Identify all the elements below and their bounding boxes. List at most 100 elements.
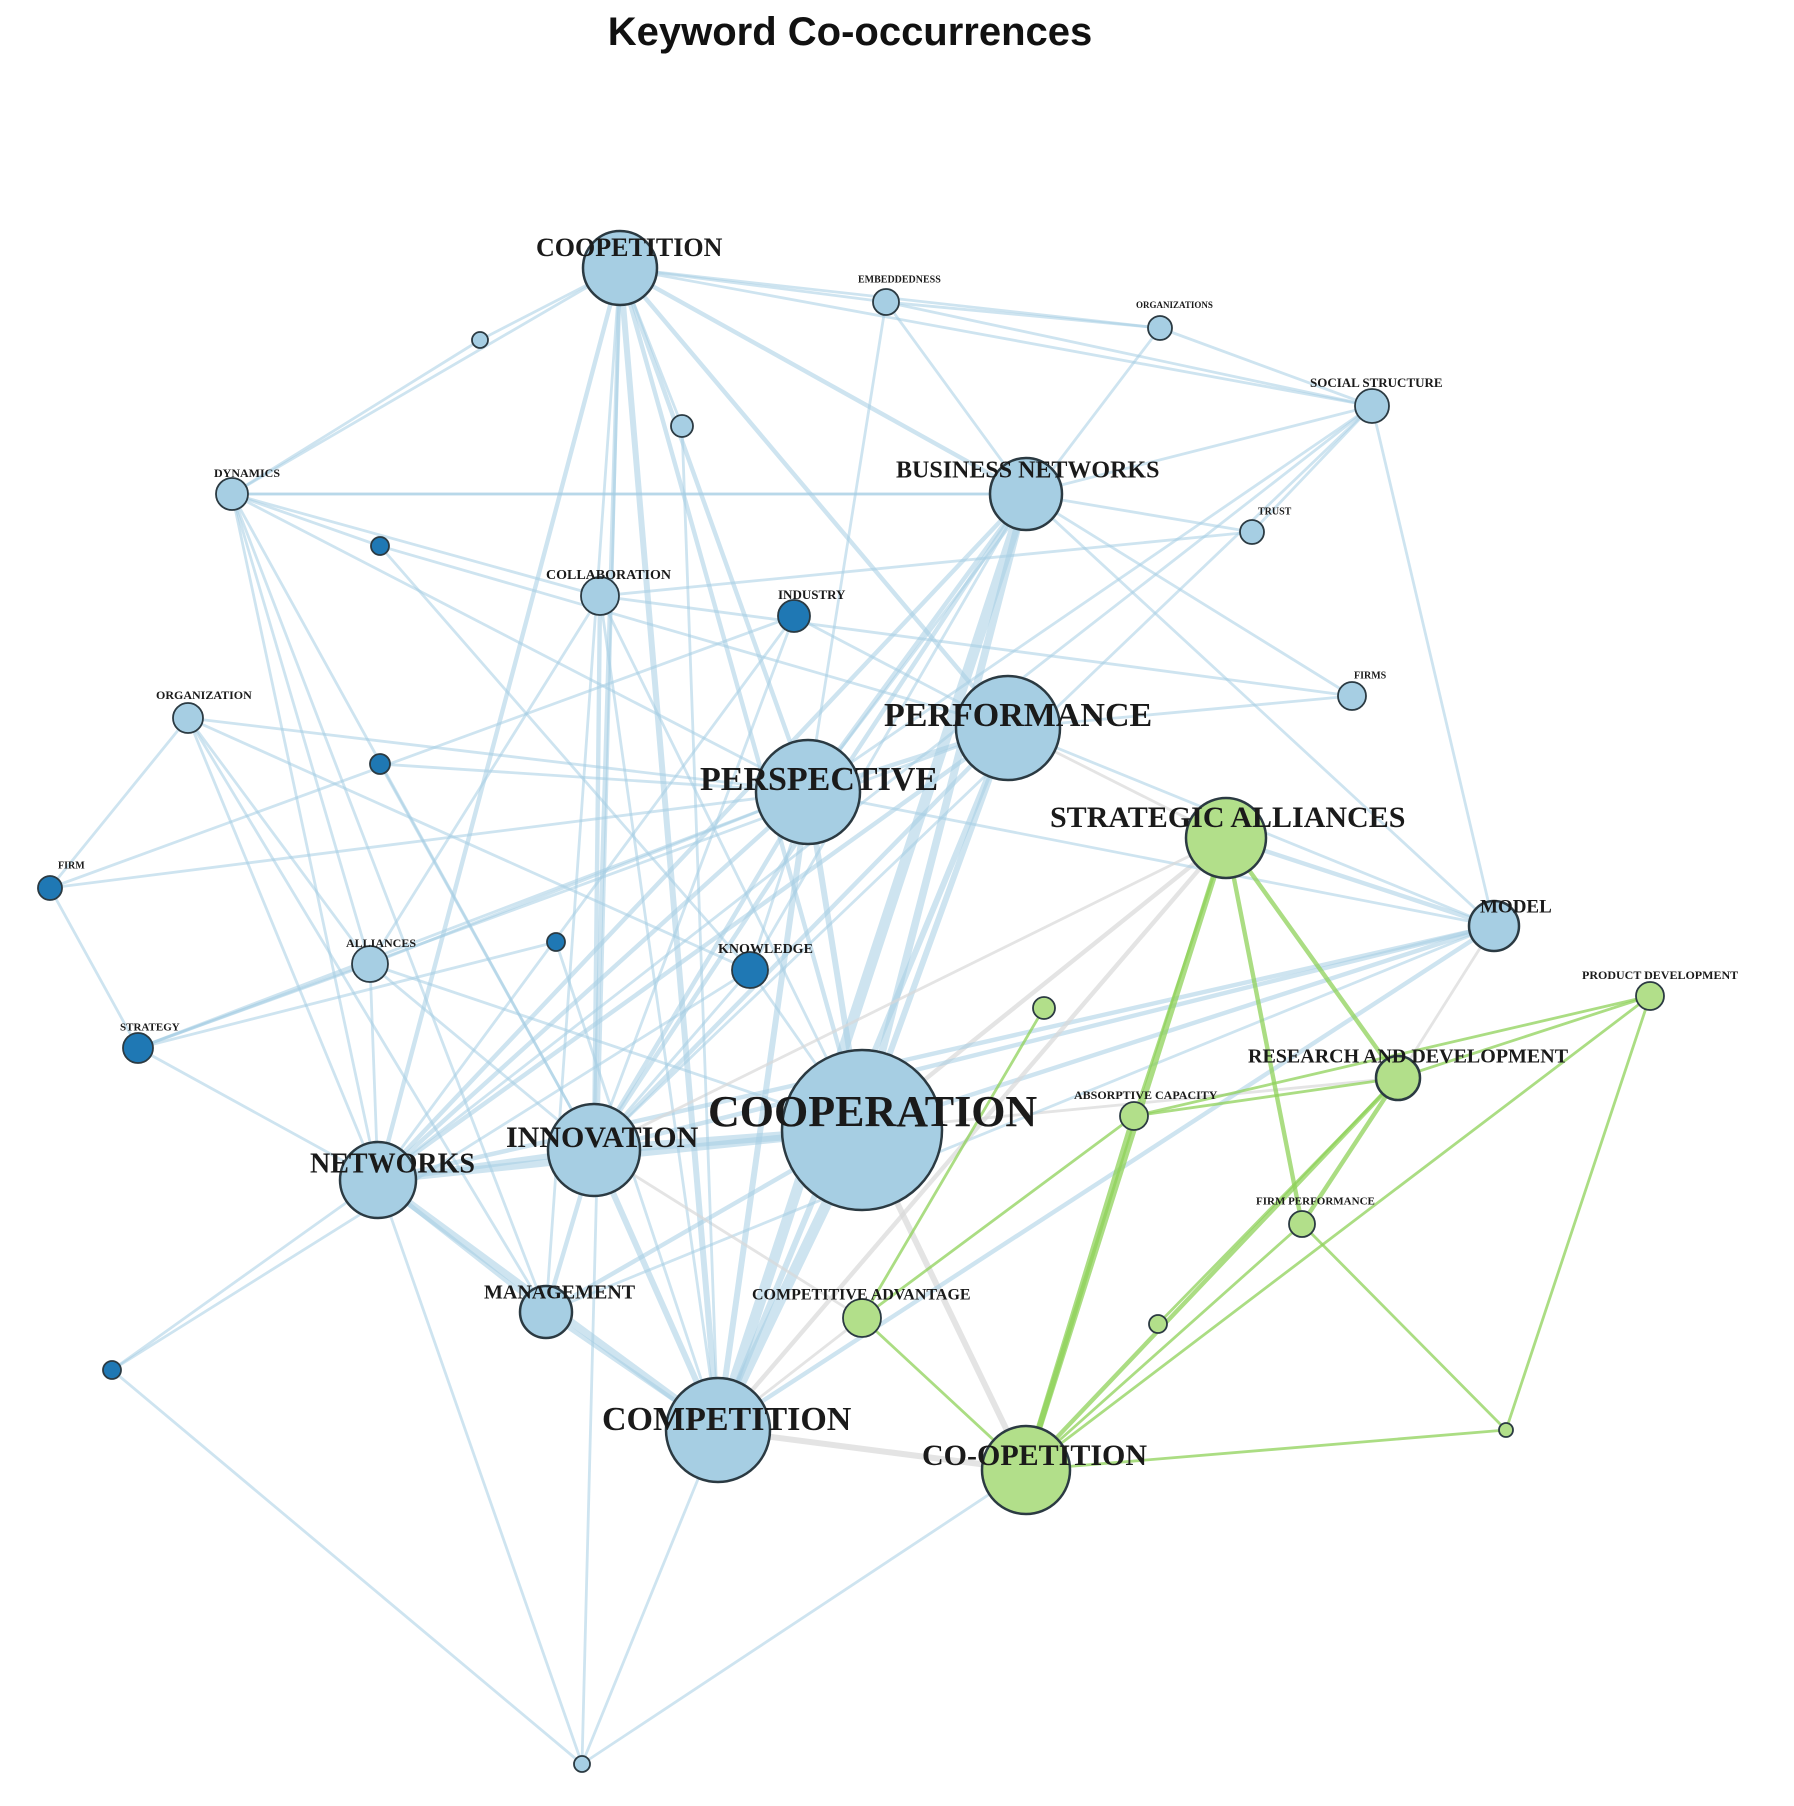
node-competition[interactable] <box>664 1376 772 1484</box>
edge-social-structure-trust <box>1250 404 1374 534</box>
node-trust[interactable] <box>1239 519 1265 545</box>
label-dynamics: DYNAMICS <box>214 466 280 480</box>
node-n-dark-1[interactable] <box>102 1360 122 1380</box>
node-organizations[interactable] <box>1147 315 1173 341</box>
edge-cooperation-coopetition <box>617 265 865 1133</box>
edge-social-structure-organizations <box>1158 326 1374 408</box>
edge-networks-dynamics <box>230 492 380 1182</box>
node-n-dark-2[interactable] <box>370 536 390 556</box>
edge-firm-performance-n-green-3 <box>1300 1222 1508 1432</box>
edge-co-opetition-absorptive-capacity <box>1023 1113 1137 1473</box>
edge-dynamics-n-top-small <box>230 338 482 496</box>
node-co-opetition[interactable] <box>980 1424 1072 1516</box>
node-product-development[interactable] <box>1635 981 1665 1011</box>
label-organization: ORGANIZATION <box>156 688 252 702</box>
edge-innovation-alliances <box>368 962 596 1152</box>
edge-trust-collaboration <box>598 530 1254 598</box>
label-collaboration: COLLABORATION <box>546 568 671 583</box>
edge-knowledge-business-networks <box>748 492 1028 972</box>
edge-business-networks-trust <box>1024 492 1254 534</box>
edge-firms-collaboration <box>598 594 1354 698</box>
edge-dynamics-alliances <box>230 492 372 966</box>
label-social-structure: SOCIAL STRUCTURE <box>1310 375 1443 390</box>
edge-n-dark-3-perspective <box>378 762 810 794</box>
edge-innovation-industry <box>592 614 796 1152</box>
node-absorptive-capacity[interactable] <box>1119 1101 1149 1131</box>
node-n-dark-4[interactable] <box>546 932 566 952</box>
edge-perspective-networks <box>375 789 811 1183</box>
node-research-and-development[interactable] <box>1374 1054 1422 1102</box>
edge-absorptive-capacity-competitive-advantage <box>860 1114 1136 1320</box>
node-organization[interactable] <box>172 702 204 734</box>
edge-n-dark-1-knowledge <box>110 968 752 1372</box>
edge-social-structure-embeddedness <box>884 300 1374 408</box>
node-n-dark-3[interactable] <box>369 753 391 775</box>
edge-competitive-advantage-n-green-1 <box>860 1006 1046 1320</box>
edge-research-and-development-firm-performance <box>1299 1075 1401 1227</box>
node-industry[interactable] <box>777 599 811 633</box>
edge-n-dark-4-competition <box>554 940 720 1432</box>
node-innovation[interactable] <box>546 1102 642 1198</box>
node-n-green-1[interactable] <box>1032 996 1056 1020</box>
edge-perspective-firm <box>48 790 810 890</box>
edge-n-mid-small-competition <box>680 424 720 1432</box>
edge-n-bottom-co-opetition <box>580 1468 1028 1766</box>
edge-cooperation-model <box>859 923 1497 1133</box>
edge-organization-alliances <box>186 716 372 966</box>
node-collaboration[interactable] <box>580 576 620 616</box>
node-firm-performance[interactable] <box>1288 1210 1316 1238</box>
edge-business-networks-social-structure <box>1024 404 1374 496</box>
label-alliances: ALLIANCES <box>346 936 416 950</box>
label-competition: COMPETITION <box>602 1401 852 1438</box>
label-networks: NETWORKS <box>310 1148 475 1179</box>
node-model[interactable] <box>1467 899 1521 953</box>
node-perspective[interactable] <box>754 738 862 846</box>
node-networks[interactable] <box>338 1140 418 1220</box>
edge-cooperation-business-networks <box>858 490 1030 1134</box>
label-product-development: PRODUCT DEVELOPMENT <box>1582 968 1738 982</box>
edge-n-bottom-coopetition <box>580 266 622 1766</box>
label-model: MODEL <box>1480 896 1552 917</box>
edge-firm-strategy <box>48 886 140 1050</box>
node-n-green-3[interactable] <box>1498 1422 1514 1438</box>
node-cooperation[interactable] <box>780 1048 944 1212</box>
node-knowledge[interactable] <box>731 951 769 989</box>
edge-networks-industry <box>376 614 796 1182</box>
edge-research-and-development-n-green-2 <box>1156 1076 1400 1326</box>
node-n-top-small[interactable] <box>471 331 489 349</box>
label-perspective: PERSPECTIVE <box>700 761 938 798</box>
node-coopetition[interactable] <box>581 229 659 307</box>
edge-dynamics-collaboration <box>230 492 602 598</box>
edge-business-networks-firms <box>1024 492 1354 698</box>
node-n-mid-small[interactable] <box>670 414 694 438</box>
node-n-bottom[interactable] <box>573 1755 591 1773</box>
node-firm[interactable] <box>37 875 63 901</box>
edge-model-research-and-development <box>1396 924 1496 1080</box>
edge-organization-firm <box>48 716 190 890</box>
node-social-structure[interactable] <box>1354 388 1390 424</box>
edge-competition-business-networks <box>712 488 1032 1436</box>
node-n-green-2[interactable] <box>1148 1314 1168 1334</box>
node-alliances[interactable] <box>351 945 389 983</box>
node-strategic-alliances[interactable] <box>1184 796 1268 880</box>
node-dynamics[interactable] <box>215 477 249 511</box>
edge-alliances-collaboration <box>368 594 602 966</box>
edge-innovation-n-dark-3 <box>378 762 596 1152</box>
label-trust: TRUST <box>1258 506 1292 517</box>
edge-organizations-perspective <box>806 326 1162 794</box>
node-competitive-advantage[interactable] <box>842 1298 882 1338</box>
node-strategy[interactable] <box>122 1032 154 1064</box>
edge-networks-organization <box>186 716 380 1182</box>
edge-business-networks-model <box>1024 492 1496 928</box>
label-embeddedness: EMBEDDEDNESS <box>858 274 941 285</box>
node-business-networks[interactable] <box>988 456 1064 532</box>
edge-strategic-alliances-innovation <box>592 836 1228 1152</box>
label-firm-performance: FIRM PERFORMANCE <box>1256 1196 1375 1208</box>
node-performance[interactable] <box>954 674 1062 782</box>
node-embeddedness[interactable] <box>872 288 900 316</box>
node-management[interactable] <box>518 1284 574 1340</box>
label-firm: FIRM <box>58 860 85 871</box>
node-firms[interactable] <box>1337 681 1367 711</box>
edge-performance-n-dark-2 <box>378 544 1010 730</box>
edge-performance-innovation <box>591 725 1011 1153</box>
